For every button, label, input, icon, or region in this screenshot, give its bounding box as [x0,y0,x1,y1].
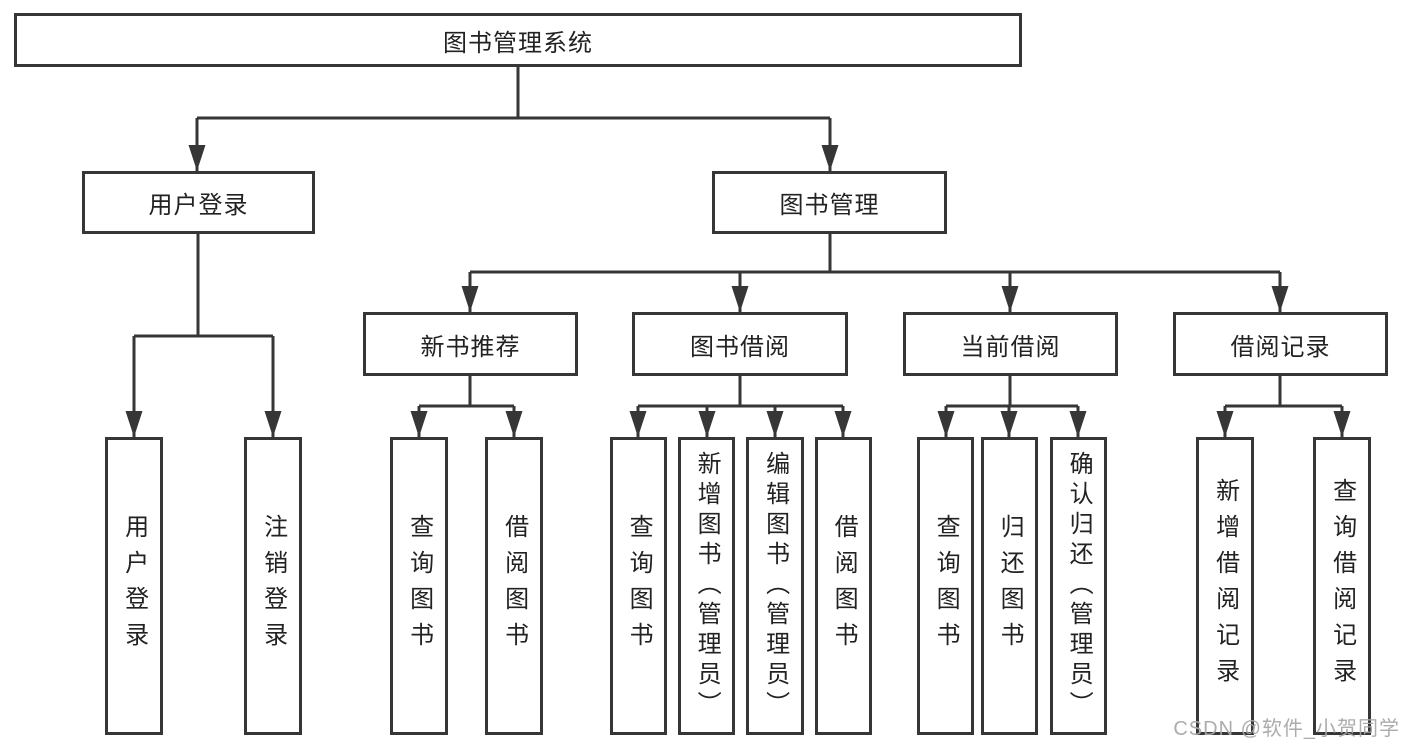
connector-book-borrow-trunk [638,376,843,408]
node-new-book-recommend: 新书推荐 [363,312,578,376]
leaf-query-books: 查询图书 [390,437,448,735]
leaf-user-login: 用户登录 [105,437,163,735]
leaf-logout: 注销登录 [244,437,302,735]
connector-book-mgmt-trunk [470,234,1280,274]
node-label: 图书管理 [779,192,880,219]
node-label: 当前借阅 [960,333,1061,361]
leaf-confirm-return-admin: 确认归还（管理员） [1050,437,1107,735]
leaf-label: 用户登录 [120,514,148,658]
leaf-label: 注销登录 [259,514,287,658]
leaf-label: 查询图书 [405,514,433,658]
leaf-add-borrow-record: 新增借阅记录 [1196,437,1254,735]
node-label: 借阅记录 [1230,333,1331,361]
node-label: 图书借阅 [690,333,790,361]
leaf-label: 借阅图书 [830,514,858,658]
connector-borrow-records-trunk [1225,376,1342,408]
leaf-label: 确认归还（管理员） [1065,451,1093,721]
leaf-borrow-books: 借阅图书 [485,437,543,735]
leaf-edit-books-admin: 编辑图书（管理员） [746,437,804,735]
node-book-mgmt: 图书管理 [712,171,947,234]
leaf-label: 查询借阅记录 [1328,478,1356,694]
node-book-borrow: 图书借阅 [632,312,848,376]
connector-root-trunk [197,67,830,120]
connector-user-login-trunk [134,234,273,338]
leaf-borrow-books: 借阅图书 [815,437,872,735]
leaf-label: 查询图书 [932,514,960,658]
leaf-label: 查询图书 [625,514,653,658]
leaf-query-books: 查询图书 [610,437,667,735]
leaf-query-borrow-record: 查询借阅记录 [1313,437,1371,735]
leaf-return-books: 归还图书 [981,437,1038,735]
node-label: 用户登录 [148,192,249,219]
node-label: 新书推荐 [420,333,521,361]
leaf-label: 编辑图书（管理员） [761,451,789,721]
node-user-login: 用户登录 [82,171,315,234]
node-current-borrow: 当前借阅 [903,312,1118,376]
node-system-root: 图书管理系统 [14,13,1022,67]
leaf-label: 新增借阅记录 [1211,478,1239,694]
leaf-query-books: 查询图书 [917,437,974,735]
node-borrow-records: 借阅记录 [1173,312,1388,376]
leaf-label: 借阅图书 [500,514,528,658]
csdn-watermark: CSDN @软件_小贺同学 [1173,718,1400,740]
leaf-label: 归还图书 [996,514,1024,658]
leaf-label: 新增图书（管理员） [693,451,721,721]
leaf-add-books-admin: 新增图书（管理员） [678,437,735,735]
connector-new-book-rec-trunk [419,376,514,408]
node-label: 图书管理系统 [443,29,593,57]
connector-current-borrow-trunk [946,376,1078,408]
